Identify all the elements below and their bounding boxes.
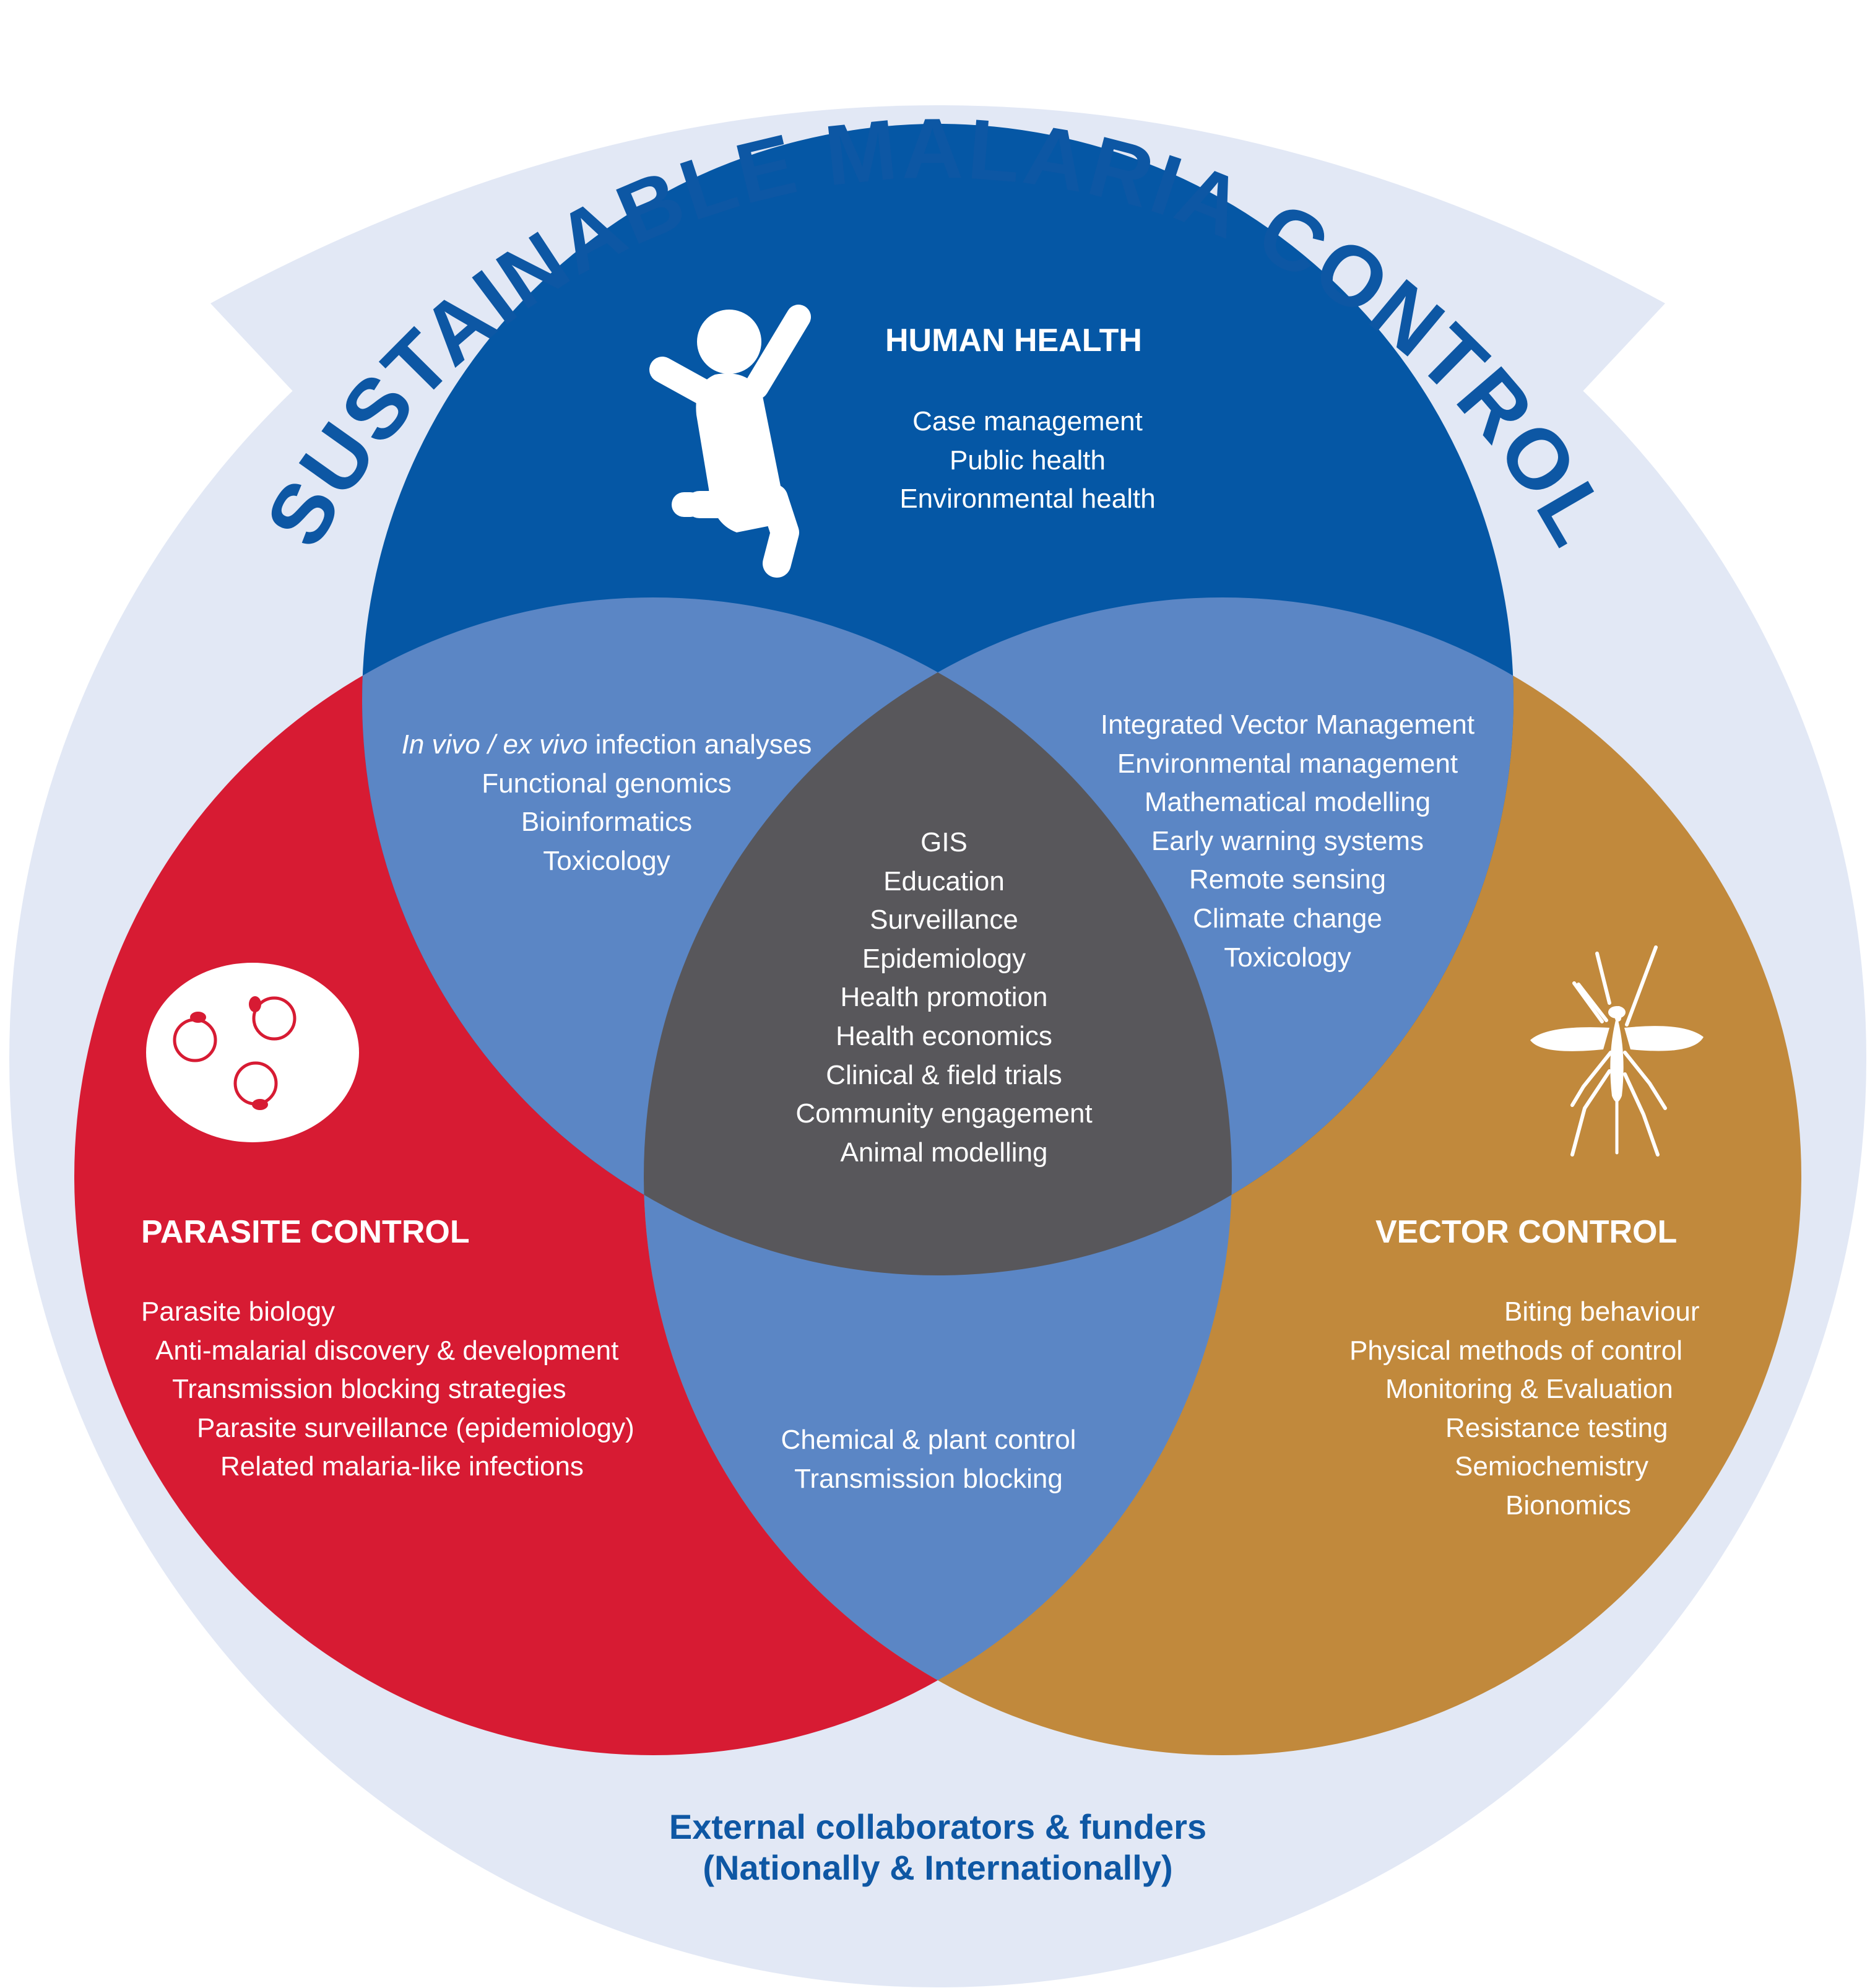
overlap-item: Early warning systems [1151,825,1424,856]
overlap-item: Mathematical modelling [1144,787,1431,818]
overlap-item: Bioinformatics [521,807,693,838]
overlap-item: In vivo / ex vivo infection analyses [390,726,823,765]
human-health-item: Environmental health [899,484,1156,514]
vector-control-item: Physical methods of control [1349,1335,1683,1366]
overlap-item: Remote sensing [1189,864,1386,895]
footer-text: External collaborators & funders (Nation… [535,1807,1340,1888]
human-health-item: Public health [950,445,1106,475]
center-item: Clinical & field trials [826,1059,1062,1090]
parasite-control-heading: PARASITE CONTROL [141,1214,470,1250]
center-item: Education [883,866,1005,896]
in-vivo-rest: infection analyses [587,729,812,760]
vector-control-list: Biting behaviour Physical methods of con… [1349,1293,1700,1526]
vector-control-heading: VECTOR CONTROL [1375,1214,1678,1250]
vector-control-item: Biting behaviour [1504,1296,1700,1327]
parasite-control-item: Anti-malarial discovery & development [155,1335,619,1366]
human-health-heading: HUMAN HEALTH [885,323,1142,358]
in-vivo-italic: In vivo / ex vivo [401,729,588,760]
human-health-list: Case management Public health Environmen… [873,402,1182,519]
human-health-item: Case management [912,406,1143,436]
footer-line-2: (Nationally & Internationally) [703,1848,1173,1887]
mosquito-icon [1530,945,1704,1157]
overlap-item: Functional genomics [482,768,732,799]
center-item: Health economics [836,1020,1052,1051]
parasite-control-item: Parasite surveillance (epidemiology) [197,1412,634,1443]
center-intersection-region [644,597,1232,1275]
parasite-control-list: Parasite biology Anti-malarial discovery… [141,1293,634,1487]
vector-control-item: Resistance testing [1445,1412,1668,1443]
parasite-control-item: Related malaria-like infections [220,1451,584,1482]
overlap-item: Integrated Vector Management [1100,710,1475,740]
overlap-item: Toxicology [1224,942,1351,973]
parasite-vector-overlap-list: Chemical & plant control Transmission bl… [743,1421,1114,1498]
jumping-person-icon [649,305,811,578]
infected-red-blood-cells-icon [146,963,359,1142]
human-vector-overlap-list: Integrated Vector Management Environment… [1071,706,1504,977]
center-item: Community engagement [795,1098,1093,1129]
center-item: Animal modelling [840,1137,1048,1168]
overlap-item: Environmental management [1117,748,1458,779]
center-item: Surveillance [870,905,1018,935]
vector-control-item: Monitoring & Evaluation [1385,1374,1673,1405]
overlap-item: Transmission blocking [794,1463,1063,1494]
parasite-control-item: Parasite biology [141,1296,336,1327]
overlap-item: Chemical & plant control [781,1425,1076,1455]
overlap-item: Toxicology [543,845,670,876]
center-item: GIS [920,827,968,857]
vector-control-item: Bionomics [1505,1490,1631,1521]
footer-line-1: External collaborators & funders [669,1807,1207,1846]
parasite-control-item: Transmission blocking strategies [172,1374,566,1405]
center-list: GIS Education Surveillance Epidemiology … [758,823,1130,1172]
center-item: Health promotion [840,982,1048,1013]
overlap-item: Climate change [1193,903,1382,934]
human-parasite-overlap-list: In vivo / ex vivo infection analyses Fun… [390,726,823,880]
vector-control-item: Semiochemistry [1455,1451,1648,1482]
center-item: Epidemiology [862,943,1026,974]
